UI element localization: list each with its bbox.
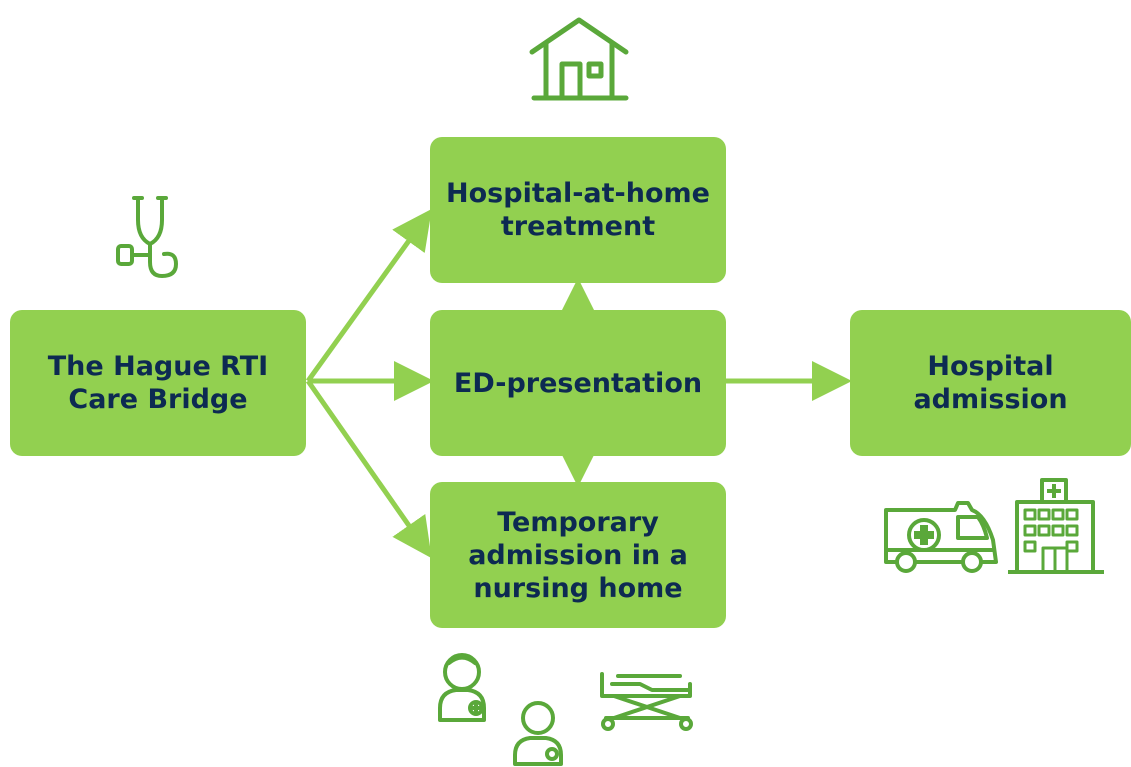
node-ed-presentation-label: ED-presentation (453, 367, 703, 399)
node-hospital-admission-label: Hospital admission (913, 351, 1068, 415)
node-ed-presentation: ED-presentation (430, 310, 726, 456)
node-nursing-home-label: Temporary admission in a nursing home (468, 506, 688, 604)
node-care-bridge: The Hague RTI Care Bridge (10, 310, 306, 456)
hospital-bed-icon (600, 672, 693, 731)
node-hospital-at-home: Hospital-at-home treatment (430, 137, 726, 283)
connectors (305, 208, 852, 559)
hospital-building-icon (1008, 478, 1104, 574)
ambulance-icon (884, 501, 998, 573)
stethoscope-icon (116, 196, 179, 279)
node-nursing-home: Temporary admission in a nursing home (430, 482, 726, 628)
node-hospital-admission: Hospital admission (850, 310, 1131, 456)
nurse-staff-icon (438, 653, 563, 766)
arrow-source-to-nursing (305, 379, 432, 559)
house-icon (529, 17, 629, 101)
node-hospital-at-home-label: Hospital-at-home treatment (446, 178, 710, 242)
arrow-source-to-home (305, 208, 432, 383)
node-care-bridge-label: The Hague RTI Care Bridge (47, 351, 269, 415)
